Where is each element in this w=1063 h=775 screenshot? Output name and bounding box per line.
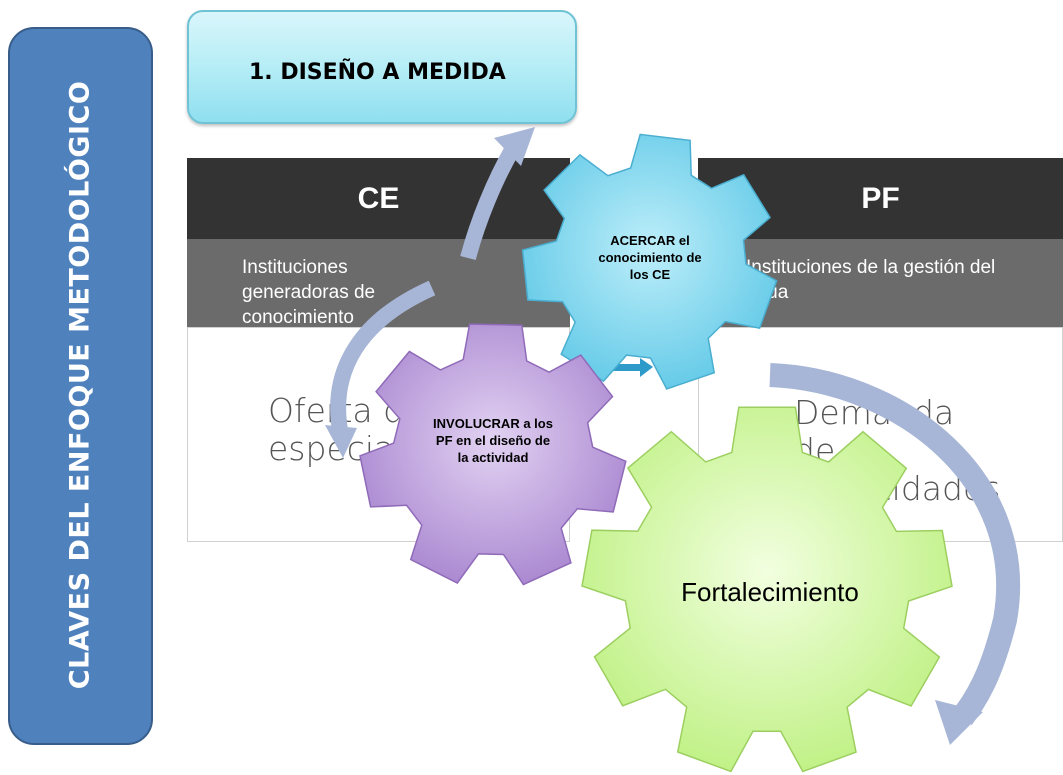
fortalecimiento-gear-label: Fortalecimiento (681, 577, 859, 607)
acercar-gear-label: ACERCAR el conocimiento de los CE (598, 233, 702, 282)
arrow-around-right (769, 363, 1021, 745)
gear-purple-shape (359, 323, 627, 586)
arrow-up-to-title (460, 127, 535, 261)
small-connector-arrow (606, 358, 653, 377)
involucrar-gear (359, 323, 627, 586)
arrow-down-left (325, 280, 436, 458)
gear-blue-shape (521, 133, 778, 390)
gear-green-shape (581, 406, 953, 773)
acercar-gear (521, 133, 778, 390)
involucrar-gear-label: INVOLUCRAR a los PF en el diseño de la a… (433, 416, 553, 465)
fortalecimiento-gear (581, 406, 953, 773)
sidebar-panel (8, 27, 153, 745)
design-title-text: 1. DISEÑO A MEDIDA (249, 60, 506, 85)
design-title-box: 1. DISEÑO A MEDIDA (187, 10, 577, 124)
